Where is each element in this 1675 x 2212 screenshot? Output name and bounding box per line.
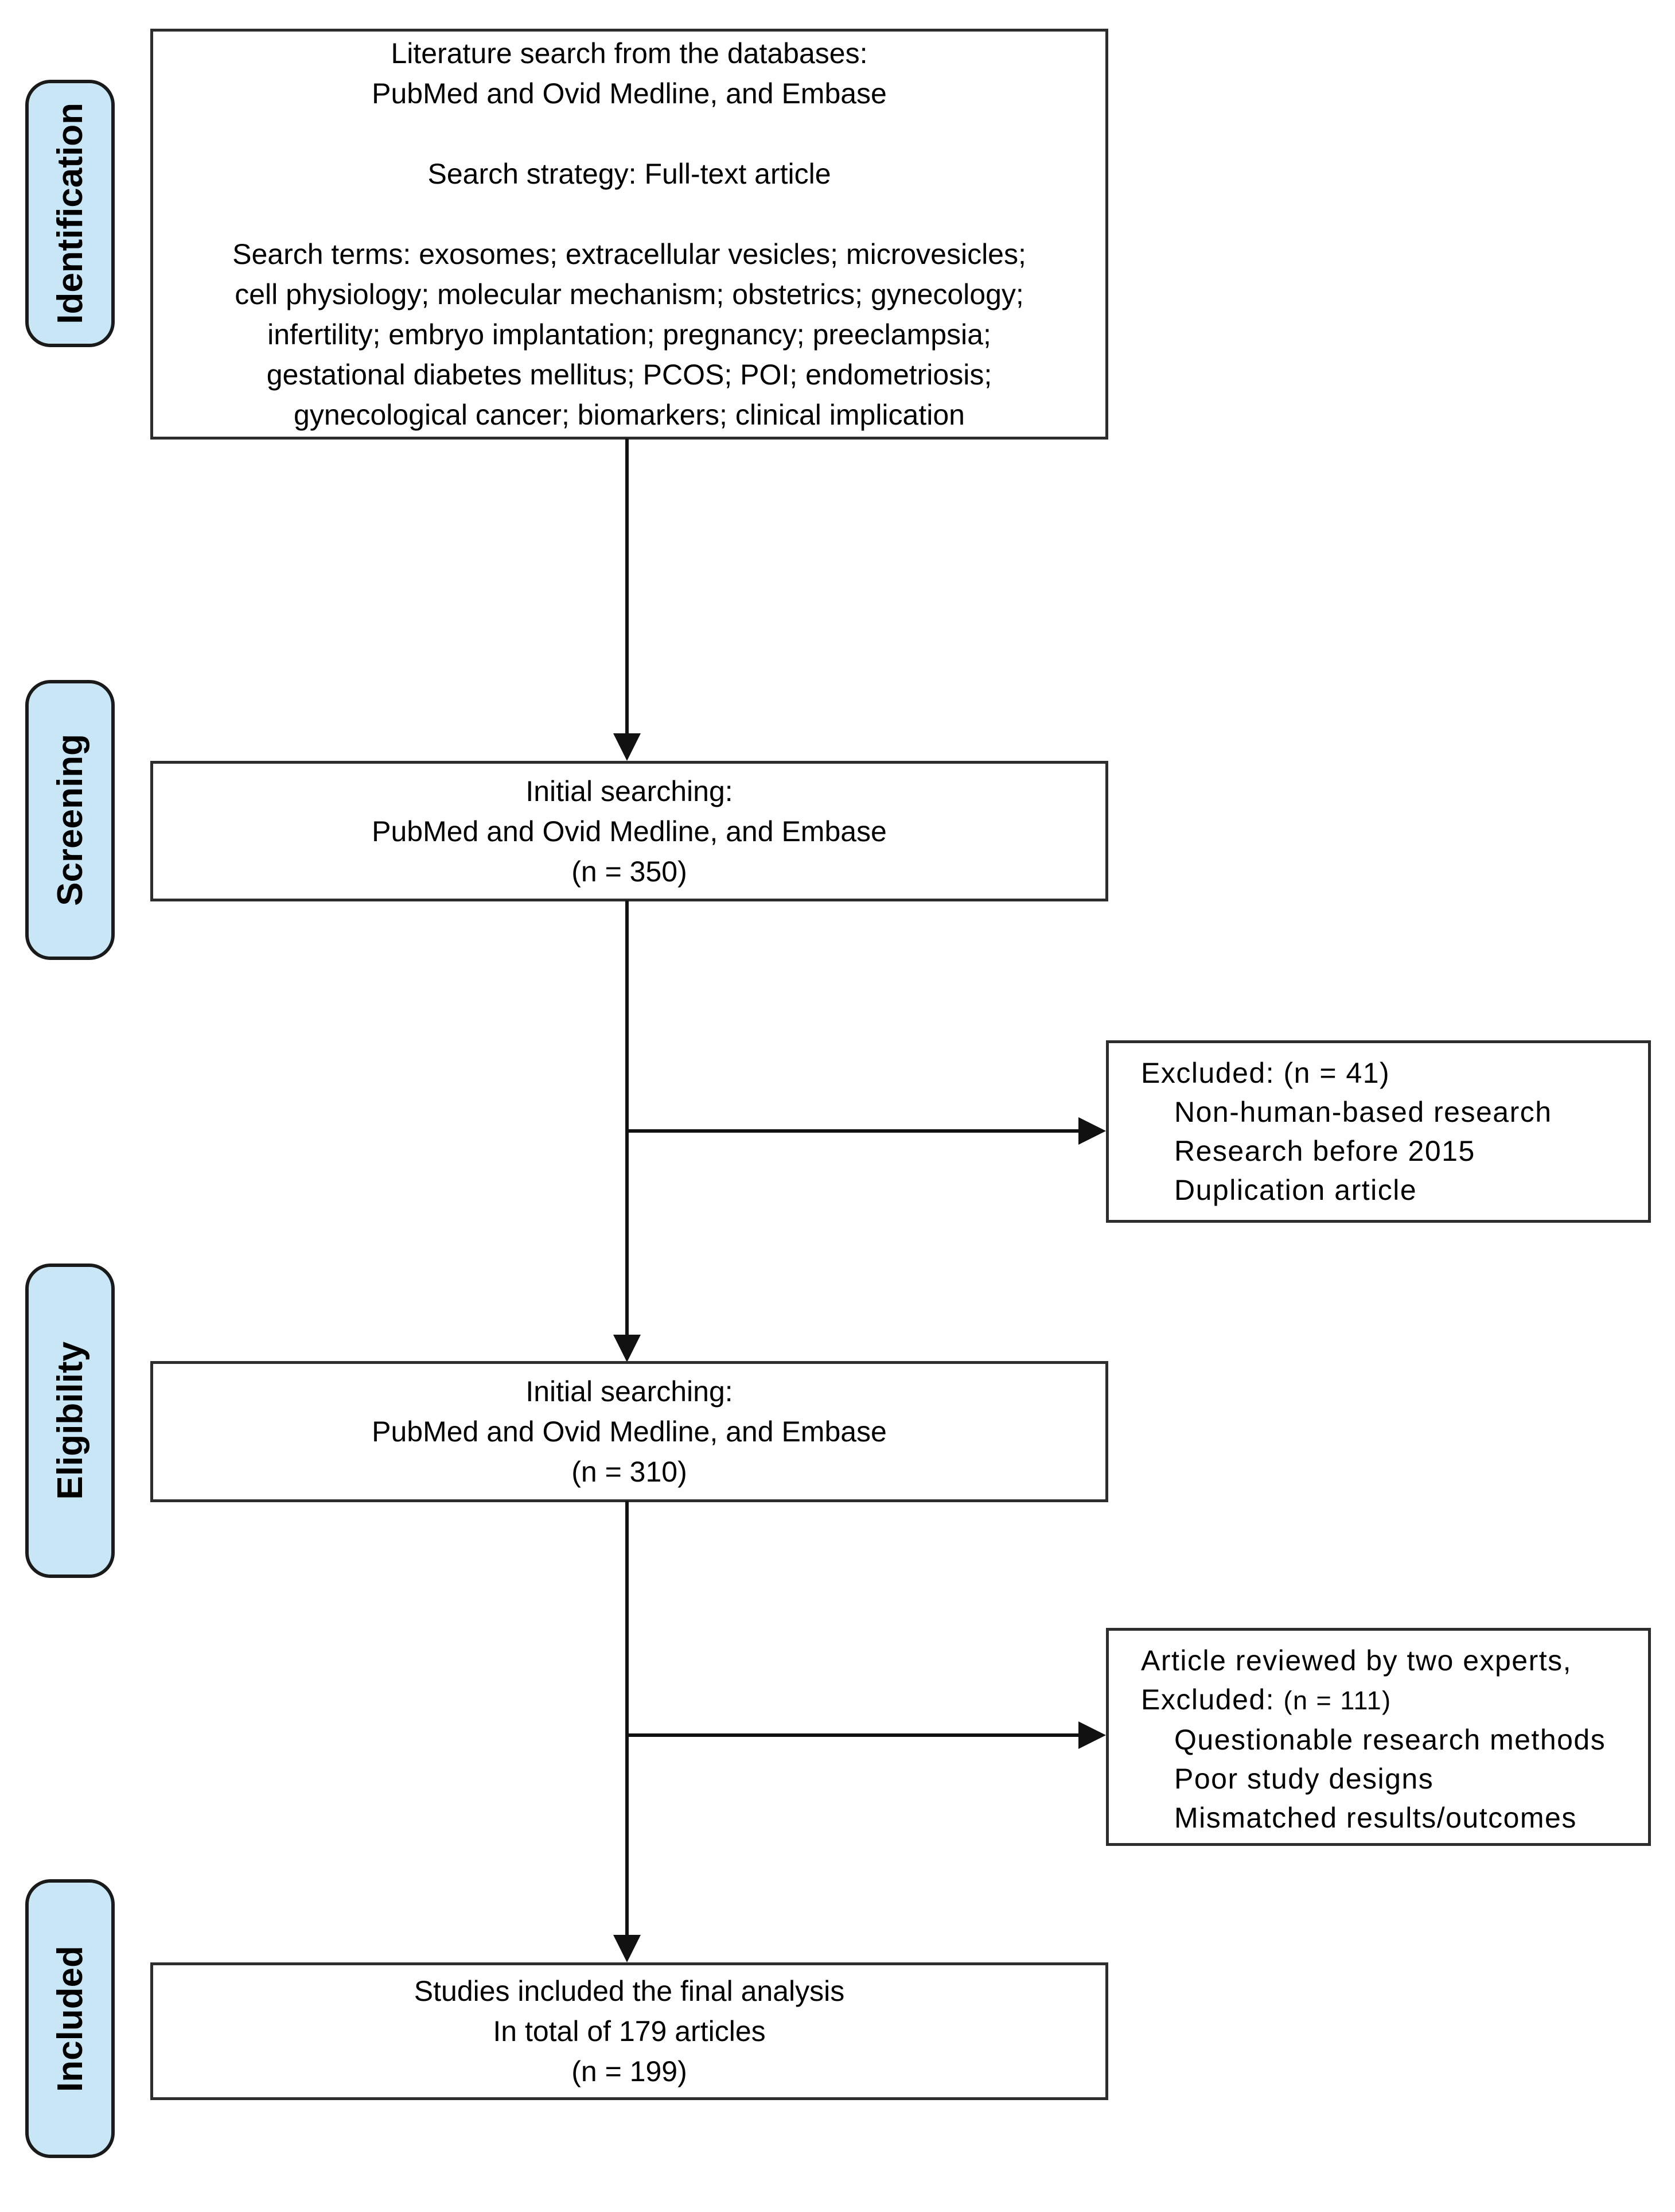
stage-tab-screening: Screening [25, 680, 115, 960]
box-initial-350-line: PubMed and Ovid Medline, and Embase [372, 815, 887, 848]
box-initial-searching-310: Initial searching: PubMed and Ovid Medli… [150, 1361, 1108, 1502]
excluded-eligibility-header-line1: Article reviewed by two experts, [1141, 1645, 1572, 1677]
box-excluded-eligibility: Article reviewed by two experts, Exclude… [1106, 1628, 1651, 1846]
stage-tab-included: Included [25, 1879, 115, 2158]
box-excluded-screening: Excluded: (n = 41) Non-human-based resea… [1106, 1040, 1651, 1223]
excluded-screening-item: Non-human-based research [1174, 1096, 1552, 1128]
arrow-branch-to-excluded-eligibility-arrowhead-icon [1078, 1721, 1106, 1749]
box-literature-search: Literature search from the databases: Pu… [150, 29, 1108, 440]
stage-label-screening: Screening [50, 734, 90, 906]
arrow-initial350-to-initial310-line [625, 900, 629, 1336]
box-initial-searching-350: Initial searching: PubMed and Ovid Medli… [150, 761, 1108, 901]
box-final-line: Studies included the final analysis [414, 1975, 845, 2007]
box-literature-blank-line [153, 194, 1105, 234]
stage-label-eligibility: Eligibility [50, 1342, 90, 1500]
excluded-eligibility-item: Mismatched results/outcomes [1174, 1802, 1577, 1834]
excluded-eligibility-header-line2: Excluded: (n = 111) [1141, 1680, 1639, 1720]
box-final-line: In total of 179 articles [493, 2015, 766, 2047]
excluded-eligibility-item: Poor study designs [1174, 1763, 1434, 1795]
box-literature-line: infertility; embryo implantation; pregna… [267, 318, 991, 351]
box-final-count: (n = 199) [571, 2055, 687, 2087]
box-literature-line: Search strategy: Full-text article [427, 158, 831, 190]
box-literature-line: Literature search from the databases: [391, 37, 868, 69]
box-literature-line: gynecological cancer; biomarkers; clinic… [294, 399, 965, 431]
excluded-eligibility-item: Questionable research methods [1174, 1724, 1606, 1756]
arrow-literature-to-initial350-arrowhead-icon [613, 733, 641, 761]
box-initial-310-line: Initial searching: [525, 1375, 733, 1408]
stage-tab-eligibility: Eligibility [25, 1264, 115, 1578]
arrow-literature-to-initial350-line [625, 438, 629, 736]
excluded-eligibility-header-count: (n = 111) [1283, 1686, 1392, 1715]
excluded-screening-item: Duplication article [1174, 1174, 1417, 1206]
excluded-eligibility-header-prefix: Excluded: [1141, 1684, 1284, 1716]
box-literature-line: cell physiology; molecular mechanism; ob… [235, 278, 1024, 310]
box-literature-line: gestational diabetes mellitus; PCOS; POI… [266, 359, 992, 391]
box-literature-line: Search terms: exosomes; extracellular ve… [232, 238, 1026, 270]
arrow-initial310-to-final-arrowhead-icon [613, 1935, 641, 1962]
excluded-screening-header: Excluded: (n = 41) [1141, 1057, 1390, 1089]
box-final-analysis: Studies included the final analysis In t… [150, 1962, 1108, 2100]
box-initial-350-line: Initial searching: [525, 775, 733, 807]
box-literature-blank-line [153, 114, 1105, 154]
box-literature-line: PubMed and Ovid Medline, and Embase [372, 77, 887, 110]
arrow-initial350-to-initial310-arrowhead-icon [613, 1335, 641, 1362]
arrow-branch-to-excluded-eligibility-line [627, 1733, 1081, 1737]
arrow-initial310-to-final-line [625, 1501, 629, 1937]
stage-tab-identification: Identification [25, 80, 115, 347]
arrow-branch-to-excluded-screening-line [627, 1129, 1081, 1133]
stage-label-included: Included [50, 1945, 90, 2092]
box-initial-310-line: PubMed and Ovid Medline, and Embase [372, 1416, 887, 1448]
box-initial-310-count: (n = 310) [571, 1456, 687, 1488]
stage-label-identification: Identification [50, 103, 90, 324]
excluded-screening-item: Research before 2015 [1174, 1135, 1475, 1167]
arrow-branch-to-excluded-screening-arrowhead-icon [1078, 1117, 1106, 1145]
box-initial-350-count: (n = 350) [571, 855, 687, 888]
